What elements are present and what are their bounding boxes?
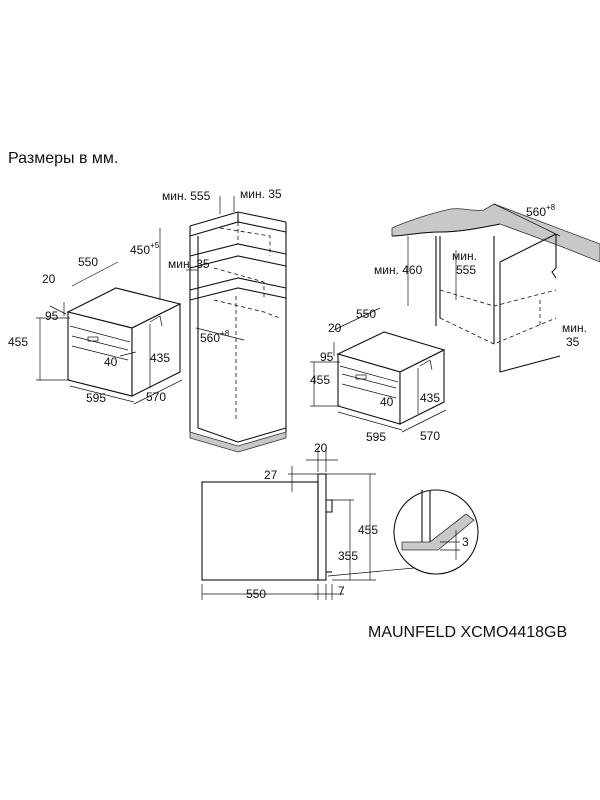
dim-95-r: 95 — [320, 350, 334, 364]
min-460: мин. 460 — [374, 263, 423, 277]
dim-20-r: 20 — [328, 321, 342, 335]
min-555-value: 555 — [456, 263, 476, 277]
dim-355: 355 — [338, 549, 358, 563]
dim-595: 595 — [86, 391, 106, 405]
side-view: 20 27 455 355 550 7 3 — [201, 441, 479, 601]
dim-435: 435 — [150, 351, 170, 365]
min-35-label: мин. — [562, 321, 587, 335]
dim-455: 455 — [8, 335, 28, 349]
dim-570-r: 570 — [420, 429, 440, 443]
under-counter-cabinet: 560+8 мин. 460 мин. 555 мин. 35 — [374, 203, 600, 373]
tall-cabinet: мин. 555 мин. 35 450+5 мин. 35 560+8 — [130, 187, 287, 453]
min-555-label: мин. — [452, 249, 477, 263]
dim-560: 560+8 — [200, 329, 230, 345]
dim-560-under: 560+8 — [526, 203, 556, 219]
dim-40: 40 — [104, 355, 118, 369]
model-name: MAUNFELD XCMO4418GB — [368, 624, 568, 641]
page-caption: Размеры в мм. — [8, 150, 119, 167]
min-35-mid: мин. 35 — [168, 257, 210, 271]
dim-20: 20 — [42, 272, 56, 286]
dim-450: 450+5 — [130, 241, 160, 257]
dim-27: 27 — [264, 468, 278, 482]
dim-435-r: 435 — [420, 391, 440, 405]
dim-455-r: 455 — [310, 373, 330, 387]
min-555: мин. 555 — [162, 189, 211, 203]
dim-455-side: 455 — [358, 523, 378, 537]
dim-7: 7 — [338, 584, 345, 598]
oven-unit-right: 550 20 95 455 40 435 595 570 — [310, 307, 447, 444]
dim-550-side: 550 — [246, 587, 266, 601]
dim-20-side: 20 — [314, 441, 328, 455]
dim-570: 570 — [146, 390, 166, 404]
dim-3: 3 — [462, 535, 469, 549]
dim-550-r: 550 — [356, 307, 376, 321]
min-35-value: 35 — [566, 335, 580, 349]
dim-95: 95 — [45, 309, 59, 323]
min-35-top: мин. 35 — [240, 187, 282, 201]
dim-40-r: 40 — [380, 395, 394, 409]
dim-550: 550 — [78, 255, 98, 269]
dim-595-r: 595 — [366, 430, 386, 444]
oven-unit-left: 550 20 95 455 40 435 595 570 — [8, 255, 183, 405]
